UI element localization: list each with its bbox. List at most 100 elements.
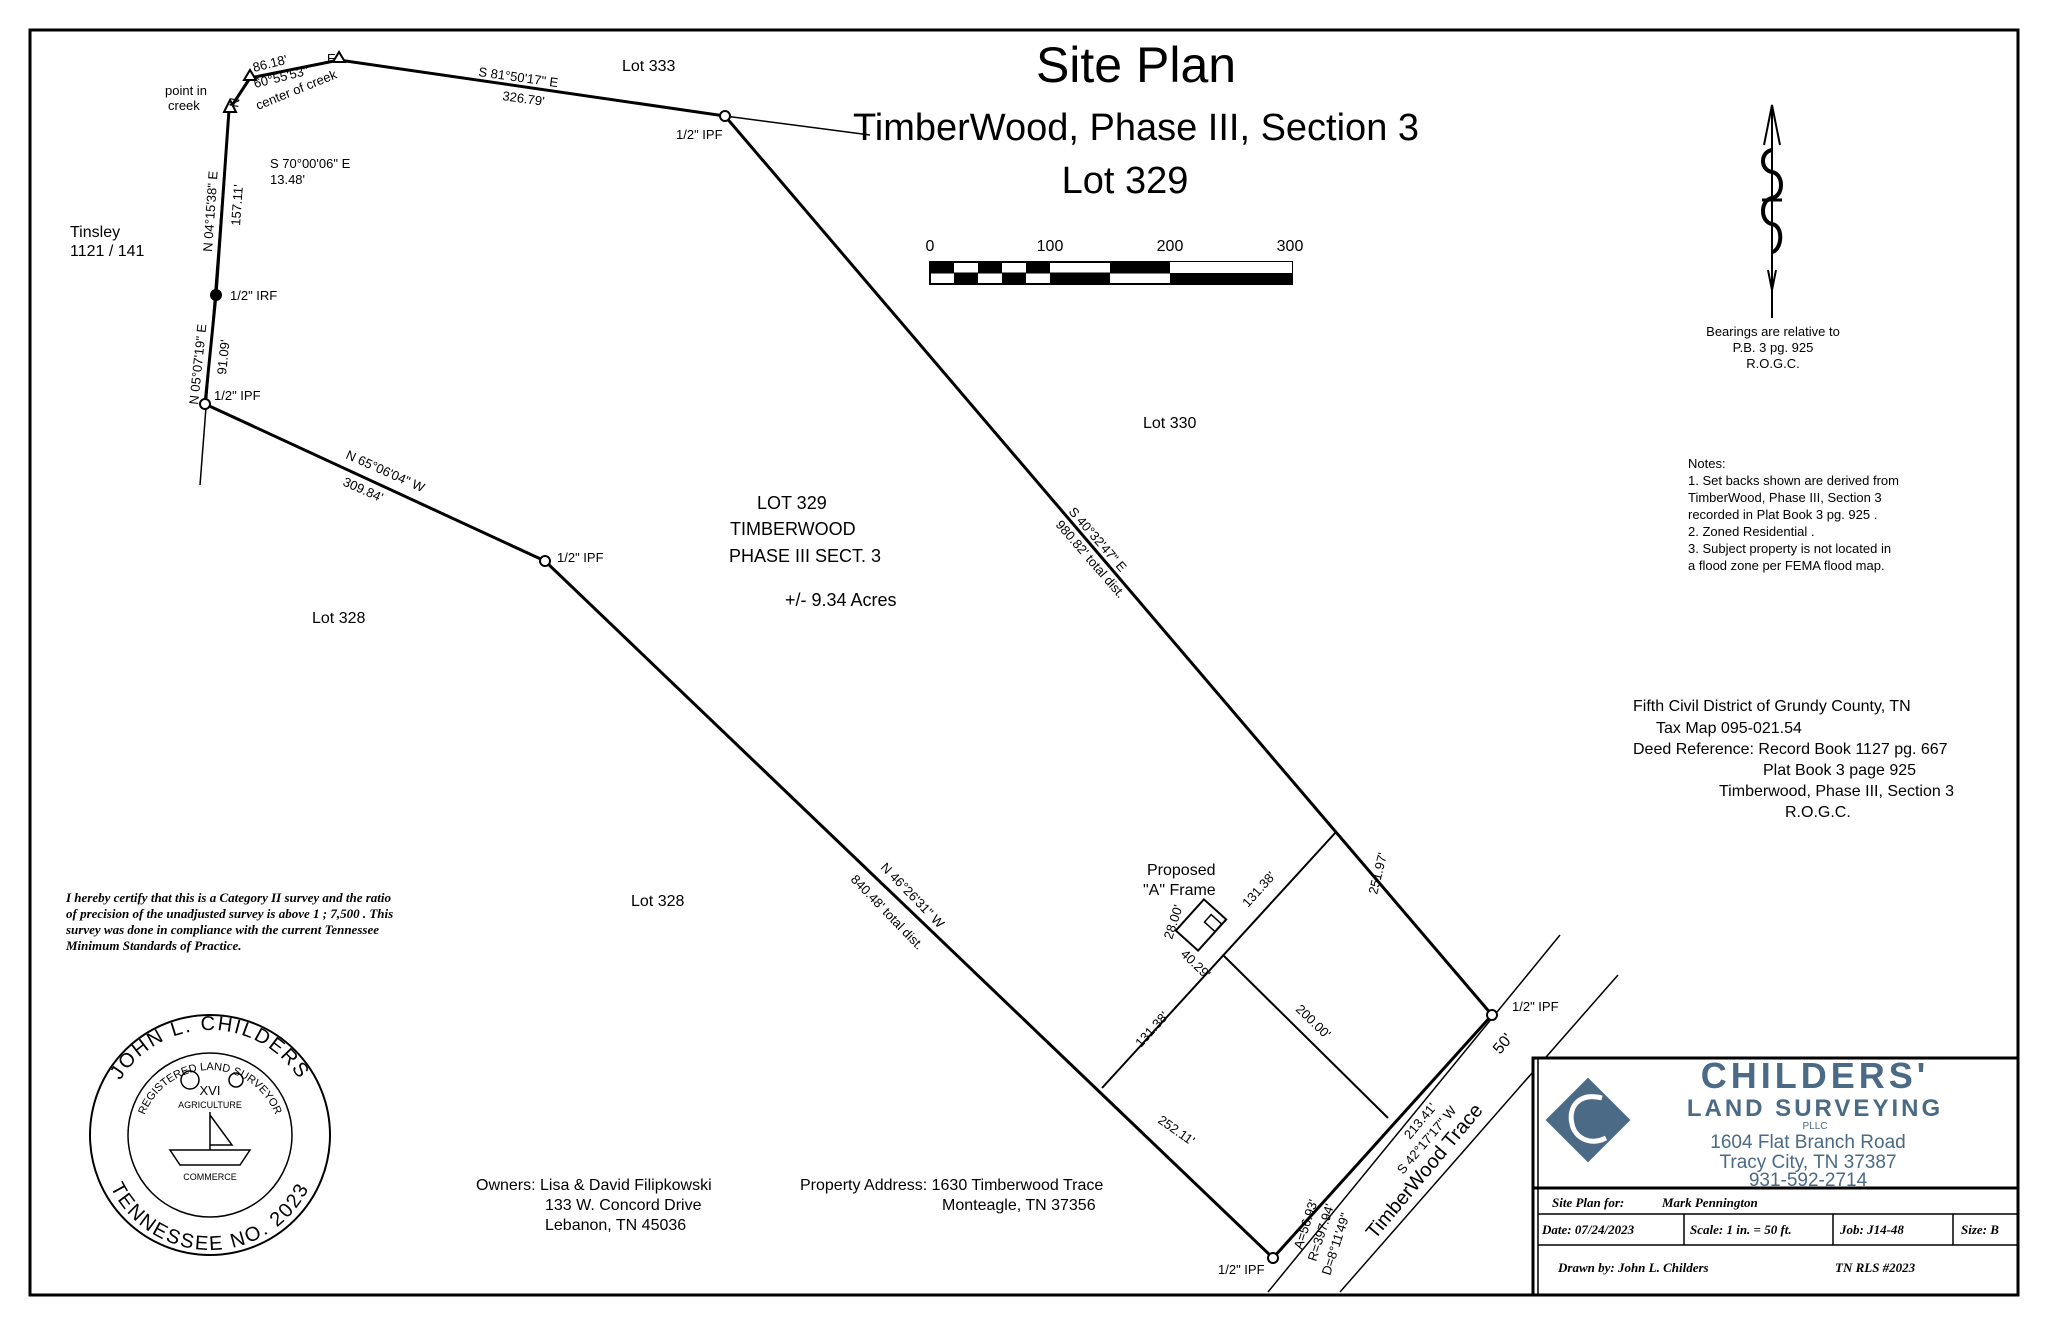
label-point-in: point in — [165, 83, 207, 98]
svg-text:TimberWood, Phase III, Section: TimberWood, Phase III, Section 3 — [1688, 490, 1882, 505]
page-title: Site Plan — [1036, 37, 1236, 93]
neighbor-lines — [199, 109, 1619, 1293]
svg-text:Plat Book 3 page 925: Plat Book 3 page 925 — [1763, 762, 1916, 779]
bearing-s70-dist: 13.48' — [270, 172, 305, 187]
bearing-n65-dist: 309.84' — [341, 474, 386, 505]
setback-lines — [1101, 831, 1389, 1119]
page-border — [28, 28, 2020, 1297]
plan-for-value: Mark Pennington — [1661, 1195, 1758, 1210]
seal-agri: AGRICULTURE — [178, 1100, 242, 1110]
tb-size: Size: B — [1961, 1222, 1999, 1237]
label-tinsley-2: 1121 / 141 — [70, 243, 145, 260]
bearing-n04: N 04°15'38" E — [200, 170, 221, 252]
label-lot329-b: TIMBERWOOD — [730, 519, 856, 539]
label-ipf-bottom: 1/2" IPF — [1218, 1262, 1265, 1277]
company-name-2: LAND SURVEYING — [1687, 1095, 1943, 1122]
page-subtitle: TimberWood, Phase III, Section 3 — [853, 107, 1419, 149]
label-a-frame: "A" Frame — [1143, 882, 1216, 899]
notes-block: Notes: 1. Set backs shown are derived fr… — [1688, 456, 1899, 573]
proposed-a-frame — [1174, 897, 1228, 953]
bearing-86-n: N — [226, 97, 242, 109]
seal-comm: COMMERCE — [183, 1172, 237, 1182]
ipf-monument-left — [199, 398, 211, 410]
svg-text:Deed Reference: Record Book 11: Deed Reference: Record Book 1127 pg. 667 — [1633, 741, 1948, 758]
bearing-n04-dist: 157.11' — [228, 184, 246, 226]
tb-drawn: Drawn by: John L. Childers — [1557, 1260, 1709, 1275]
lot-title: Lot 329 — [1062, 160, 1189, 202]
bearing-s81-dist: 326.79' — [502, 88, 546, 109]
svg-text:2. Zoned Residential .: 2. Zoned Residential . — [1688, 524, 1814, 539]
company-phone: 931-592-2714 — [1749, 1170, 1868, 1191]
label-lot333: Lot 333 — [622, 58, 675, 75]
label-acres: +/- 9.34 Acres — [785, 590, 897, 610]
company-name: CHILDERS' — [1701, 1055, 1930, 1096]
ipf-monument-right — [1486, 1009, 1498, 1021]
surveyor-seal: JOHN L. CHILDERS TENNESSEE NO. 2023 REGI… — [89, 1013, 331, 1256]
boat-icon — [168, 1112, 252, 1166]
dist-200: 200.00' — [1293, 1001, 1334, 1041]
label-ipf-left: 1/2" IPF — [214, 388, 261, 403]
scale-bar: 0 100 200 300 — [926, 238, 1304, 285]
label-tinsley-1: Tinsley — [70, 224, 120, 241]
tb-date: Date: 07/24/2023 — [1541, 1222, 1635, 1237]
property-2: Monteagle, TN 37356 — [942, 1197, 1096, 1214]
company-address: 1604 Flat Branch Road — [1710, 1132, 1905, 1153]
label-proposed: Proposed — [1147, 862, 1216, 879]
label-lot330: Lot 330 — [1143, 415, 1196, 432]
property-1: Property Address: 1630 Timberwood Trace — [800, 1177, 1103, 1194]
tb-job: Job: J14-48 — [1839, 1222, 1904, 1237]
label-lot328-b: Lot 328 — [631, 893, 684, 910]
north-note-1: Bearings are relative to — [1706, 324, 1840, 339]
svg-text:recorded in Plat Book 3 pg. 92: recorded in Plat Book 3 pg. 925 . — [1688, 507, 1877, 522]
scale-tick-300: 300 — [1277, 238, 1304, 255]
monuments — [199, 50, 1498, 1264]
ipf-monument-mid — [539, 555, 551, 567]
ipf-monument-bottom — [1267, 1252, 1279, 1264]
label-ipf-mid: 1/2" IPF — [557, 550, 604, 565]
irf-monument-left — [210, 289, 222, 301]
label-irf-left: 1/2" IRF — [230, 288, 277, 303]
north-note-3: R.O.G.C. — [1746, 356, 1799, 371]
dist-131-bottom: 131.38' — [1132, 1009, 1171, 1050]
label-creek: creek — [168, 98, 200, 113]
owners-1: Owners: Lisa & David Filipkowski — [476, 1177, 712, 1194]
creek-center-icon — [242, 68, 258, 81]
svg-text:Fifth Civil District of Grundy: Fifth Civil District of Grundy County, T… — [1633, 698, 1911, 715]
label-lot328-a: Lot 328 — [312, 610, 365, 627]
plant-icon — [180, 1070, 200, 1090]
tb-rls: TN RLS #2023 — [1835, 1260, 1916, 1275]
seal-number: XVI — [200, 1083, 221, 1098]
svg-text:1. Set backs shown are derived: 1. Set backs shown are derived from — [1688, 473, 1899, 488]
owners-2: 133 W. Concord Drive — [545, 1197, 702, 1214]
creek-point-icon — [222, 97, 238, 113]
bearing-n05-dist: 91.09' — [214, 339, 233, 375]
bearing-86-e: E — [327, 51, 336, 66]
bearing-n46-dist: 840.48' total dist. — [848, 872, 927, 953]
company-city: Tracy City, TN 37387 — [1719, 1152, 1896, 1173]
owners-3: Lebanon, TN 45036 — [545, 1217, 686, 1234]
north-arrow-icon — [1761, 104, 1783, 318]
svg-text:Notes:: Notes: — [1688, 456, 1726, 471]
label-lot329-a: LOT 329 — [757, 493, 827, 513]
svg-text:Timberwood, Phase III, Section: Timberwood, Phase III, Section 3 — [1719, 783, 1954, 800]
north-note-2: P.B. 3 pg. 925 — [1733, 340, 1814, 355]
tb-scale: Scale: 1 in. = 50 ft. — [1690, 1222, 1792, 1237]
ipf-monument-top — [719, 110, 731, 122]
dist-252: 252.11' — [1155, 1112, 1197, 1148]
scale-tick-200: 200 — [1157, 238, 1184, 255]
svg-text:R.O.G.C.: R.O.G.C. — [1785, 804, 1851, 821]
title-block: CHILDERS' LAND SURVEYING PLLC 1604 Flat … — [1531, 1055, 2020, 1297]
company-pllc: PLLC — [1802, 1121, 1827, 1132]
certification-text: I hereby certify that this is a Category… — [66, 890, 394, 953]
label-lot329-c: PHASE III SECT. 3 — [729, 546, 881, 566]
dist-40: 40.29' — [1178, 946, 1214, 981]
label-row: 50' — [1490, 1031, 1516, 1058]
scale-tick-100: 100 — [1037, 238, 1064, 255]
district-info: Fifth Civil District of Grundy County, T… — [1633, 698, 1954, 821]
bearing-s70: S 70°00'06" E — [270, 156, 351, 171]
label-ipf-right: 1/2" IPF — [1512, 999, 1559, 1014]
svg-text:a flood zone per FEMA flood ma: a flood zone per FEMA flood map. — [1688, 558, 1885, 573]
svg-text:Tax Map 095-021.54: Tax Map 095-021.54 — [1656, 720, 1802, 737]
label-ipf-top: 1/2" IPF — [676, 127, 723, 142]
